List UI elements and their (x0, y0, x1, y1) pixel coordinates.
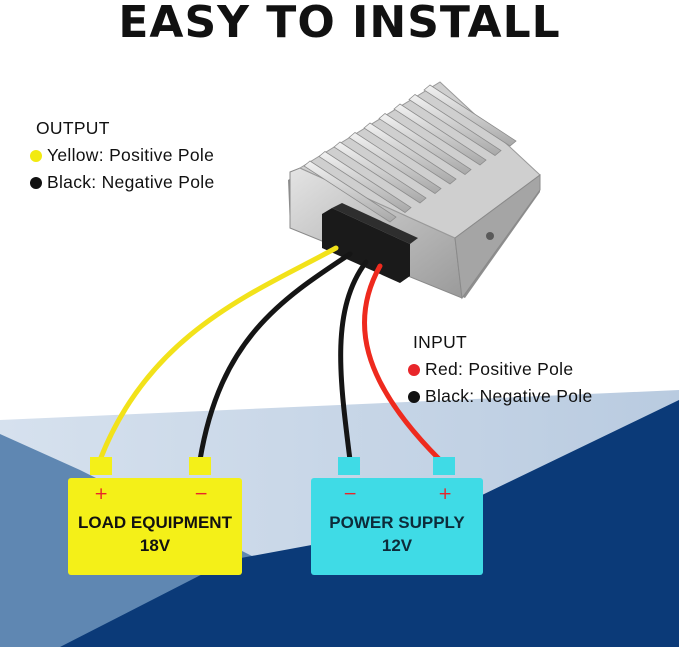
power-plus-sign: + (438, 484, 453, 504)
yellow-wire (97, 245, 339, 463)
load-plus-sign: + (94, 484, 109, 504)
black-wire-output (197, 251, 353, 463)
heatsink-fin (318, 151, 412, 213)
output-negative-label: Black: Negative Pole (47, 172, 215, 192)
load-minus-sign: − (194, 484, 209, 504)
heatsink-fin (378, 113, 472, 175)
input-legend: INPUT Red: Positive Pole Black: Negative… (408, 332, 592, 407)
heatsink-fin (393, 103, 487, 166)
heatsink-fin (423, 84, 517, 147)
power-minus-sign: − (343, 484, 358, 504)
input-negative-item: Black: Negative Pole (408, 386, 592, 407)
power-supply-voltage: 12V (381, 536, 413, 555)
output-positive-label: Yellow: Positive Pole (47, 145, 215, 165)
power-supply-box (311, 457, 483, 575)
red-wire (362, 263, 443, 463)
input-positive-item: Red: Positive Pole (408, 359, 592, 380)
output-positive-item: Yellow: Positive Pole (30, 145, 214, 166)
heatsink-fins (303, 84, 517, 223)
power-supply-name: POWER SUPPLY (329, 513, 465, 532)
input-positive-label: Red: Positive Pole (425, 359, 574, 379)
load-equipment-label: LOAD EQUIPMENT 18V (68, 511, 242, 557)
page-title: EASY TO INSTALL (118, 0, 561, 48)
load-equipment-name: LOAD EQUIPMENT (78, 513, 232, 532)
heatsink-fin (363, 122, 457, 185)
black-wire-input (338, 259, 369, 463)
input-negative-label: Black: Negative Pole (425, 386, 593, 406)
load-equipment-box (68, 457, 242, 575)
black-dot-icon (408, 390, 420, 403)
red-dot-icon (408, 363, 420, 376)
load-equipment-voltage: 18V (139, 536, 171, 555)
converter-module (288, 81, 541, 300)
yellow-dot-icon (30, 149, 42, 162)
output-negative-item: Black: Negative Pole (30, 172, 214, 193)
heatsink-fin (348, 132, 442, 194)
black-dot-icon (30, 176, 42, 189)
output-heading: OUTPUT (36, 118, 110, 138)
heatsink-fin (408, 94, 502, 156)
heatsink-fin (333, 141, 427, 204)
wire-connector (322, 208, 410, 283)
input-heading: INPUT (413, 332, 467, 352)
output-legend: OUTPUT Yellow: Positive Pole Black: Nega… (30, 118, 214, 193)
heatsink-fin (303, 160, 397, 223)
background-navy-band (60, 400, 679, 647)
power-supply-label: POWER SUPPLY 12V (311, 511, 483, 557)
